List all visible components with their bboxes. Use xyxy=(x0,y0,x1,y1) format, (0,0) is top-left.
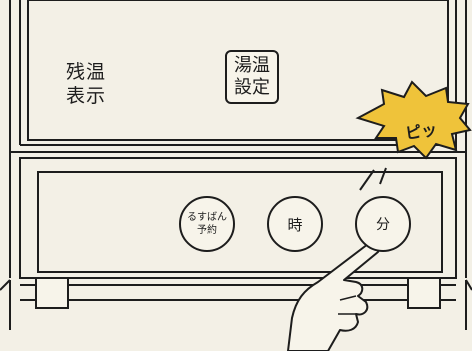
hour-button[interactable]: 時 xyxy=(267,196,323,252)
rusuban-reservation-button[interactable]: るすばん 予約 xyxy=(179,196,235,252)
bath-temp-setting-line-2: 設定 xyxy=(234,77,270,98)
hour-button-label: 時 xyxy=(287,215,303,234)
bath-temp-setting-button[interactable]: 湯温 設定 xyxy=(225,50,279,104)
bath-temp-setting-line-1: 湯温 xyxy=(234,55,270,76)
remaining-temp-line-1: 残温 xyxy=(66,61,107,83)
remaining-temp-line-2: 表示 xyxy=(66,85,107,107)
minute-button[interactable]: 分 xyxy=(355,196,411,252)
remaining-temp-display-label: 残温 表示 xyxy=(66,60,106,108)
minute-button-label: 分 xyxy=(376,217,390,233)
rusuban-line-1: るすばん xyxy=(187,212,227,223)
beep-sound-effect: ピッ xyxy=(404,119,439,144)
rusuban-line-2: 予約 xyxy=(197,225,217,236)
